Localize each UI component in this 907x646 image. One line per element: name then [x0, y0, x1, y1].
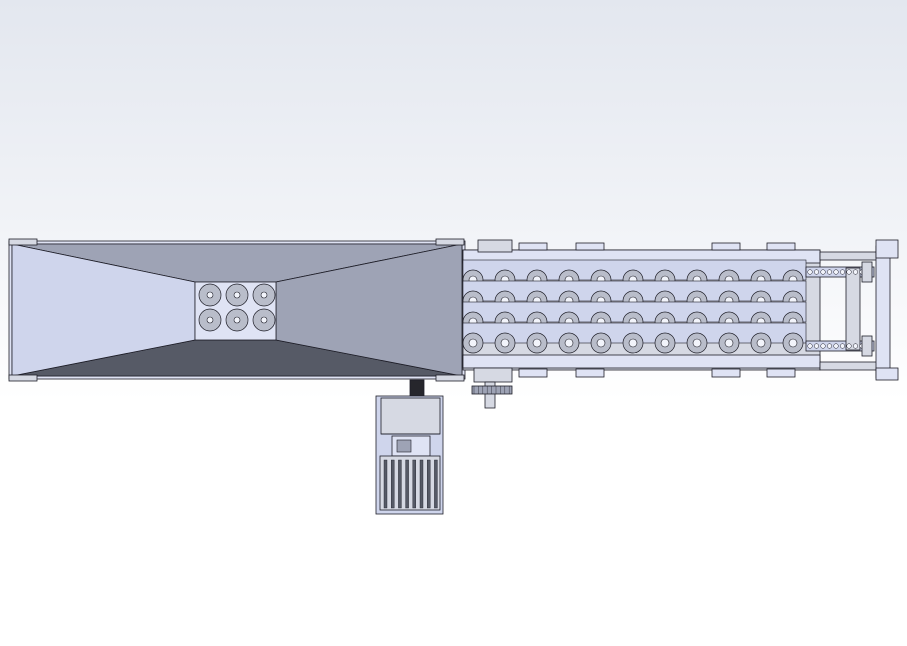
motor-coupling — [409, 379, 425, 397]
chain-link — [820, 269, 826, 275]
hopper-flange-right-bottom — [435, 374, 465, 382]
frame-mount-bracket-bottom — [518, 368, 548, 378]
conveyor-side-rail-bottom — [462, 354, 821, 369]
chain-link — [852, 269, 859, 275]
drive-frame-top — [819, 251, 885, 261]
end-plate-bracket-top — [875, 239, 899, 259]
cooling-fin — [419, 459, 424, 509]
throat-roller-hub — [260, 291, 268, 299]
frame-mount-bracket-bottom — [766, 368, 796, 378]
throat-roller-hub — [206, 316, 214, 324]
drive-sprocket-bottom — [861, 335, 873, 357]
frame-mount-bracket-top — [575, 242, 605, 251]
chain-link — [813, 343, 820, 349]
drive-shaft — [845, 267, 861, 351]
conveyor-roller-hub — [532, 338, 542, 348]
chain-link — [826, 343, 833, 349]
cooling-fin — [434, 459, 438, 509]
cooling-fin — [427, 459, 431, 509]
chain-link — [807, 269, 813, 275]
chain-link — [833, 269, 839, 275]
hopper-flange-left-bottom — [8, 374, 38, 382]
frame-mount-bracket-top — [711, 242, 741, 251]
hopper-assembly — [8, 238, 466, 382]
chain-link — [826, 269, 833, 275]
output-shaft — [484, 381, 496, 409]
frame-mount-bracket-bottom — [575, 368, 605, 378]
conveyor-roller-hub — [596, 338, 606, 348]
conveyor-roller-hub — [468, 338, 478, 348]
chain-link — [846, 343, 852, 349]
conveyor-roller-hub — [692, 338, 702, 348]
drive-frame-bottom — [819, 361, 885, 371]
chain-link — [852, 343, 859, 349]
conveyor-roller-hub — [500, 338, 510, 348]
conveyor-roller-hub — [756, 338, 766, 348]
throat-roller-hub — [233, 316, 241, 324]
conveyor-tension-block-top — [477, 239, 513, 253]
chain-link — [846, 269, 852, 275]
hopper-flange-left-top — [8, 238, 38, 246]
cooling-fin — [398, 459, 402, 509]
hopper-flange-right-top — [435, 238, 465, 246]
conveyor-roller-hub — [660, 338, 670, 348]
motor-shaft-collar — [396, 439, 412, 453]
chain-link — [833, 343, 839, 349]
output-gear — [471, 385, 513, 395]
drive-end-plate — [875, 245, 891, 379]
frame-mount-bracket-top — [518, 242, 548, 251]
chain-link — [807, 343, 813, 349]
throat-roller-hub — [260, 316, 268, 324]
end-plate-bracket-bottom — [875, 367, 899, 381]
cooling-fin — [391, 459, 395, 509]
chain-link — [839, 269, 846, 275]
chain-link — [839, 343, 846, 349]
conveyor-roller-hub — [564, 338, 574, 348]
throat-roller-hub — [233, 291, 241, 299]
cooling-fin — [412, 459, 416, 509]
motor-body — [379, 455, 441, 511]
conveyor-tension-block-bottom — [473, 367, 513, 383]
conveyor-roller-hub — [788, 338, 798, 348]
cooling-fin — [383, 459, 388, 509]
chain-link — [820, 343, 826, 349]
drive-sprocket-top — [861, 261, 873, 283]
conveyor-roller-hub — [628, 338, 638, 348]
cooling-fin — [405, 459, 409, 509]
roller-conveyor-assembly — [462, 239, 821, 409]
chain-link — [813, 269, 820, 275]
conveyor-roller-hub — [724, 338, 734, 348]
gear-motor-assembly — [375, 379, 444, 515]
frame-mount-bracket-bottom — [711, 368, 741, 378]
chain-drive-assembly — [805, 239, 899, 381]
gearbox-body — [380, 397, 441, 435]
frame-mount-bracket-top — [766, 242, 796, 251]
throat-roller-hub — [206, 291, 214, 299]
